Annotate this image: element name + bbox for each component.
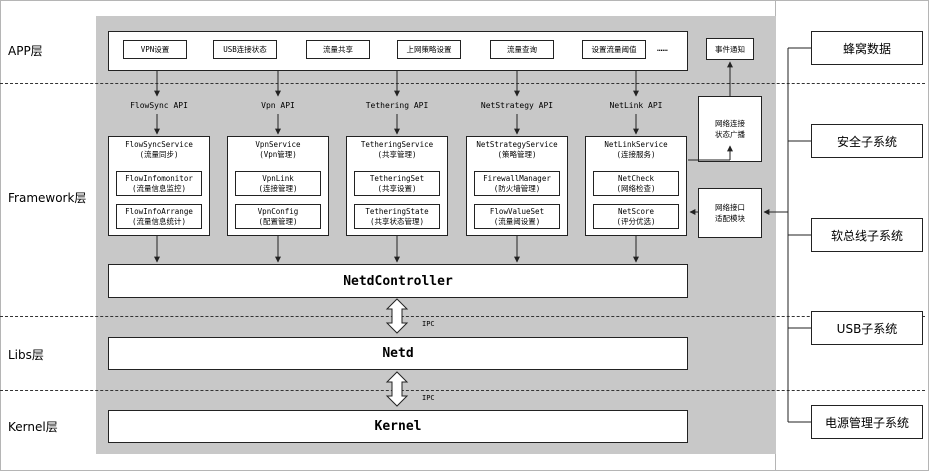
- subsystem-cellular: 蜂窝数据: [811, 31, 923, 65]
- layer-label-framework: Framework层: [8, 191, 87, 205]
- layer-label-app: APP层: [8, 44, 43, 58]
- subsystem-power: 电源管理子系统: [811, 405, 923, 439]
- service-name: NetLinkService: [604, 140, 668, 149]
- api-label-flowsync: FlowSync API: [130, 101, 188, 110]
- app-item-traffic-share: 流量共享: [306, 40, 370, 59]
- service-tethering: TetheringService(共享管理) TetheringSet(共享设置…: [346, 136, 448, 236]
- ipc-double-arrow-upper: [385, 298, 409, 334]
- ipc-label-upper: IPC: [422, 320, 435, 328]
- service-name: TetheringService: [360, 140, 434, 149]
- app-item-vpn-settings: VPN设置: [123, 40, 187, 59]
- subsystem-security: 安全子系统: [811, 124, 923, 158]
- app-item-traffic-query: 流量查询: [490, 40, 554, 59]
- service-desc: (共享管理): [377, 150, 417, 159]
- sub-flowvalueset: FlowValueSet(流量阈设置): [474, 204, 560, 229]
- api-label-tethering: Tethering API: [365, 101, 429, 110]
- sub-flowinfoarrange: FlowInfoArrange(流量信息统计): [116, 204, 202, 229]
- api-label-vpn: Vpn API: [261, 101, 295, 110]
- app-item-usb-status: USB连接状态: [213, 40, 277, 59]
- service-name: VpnService: [255, 140, 301, 149]
- separator-libs-kernel: [0, 390, 925, 391]
- sub-vpnlink: VpnLink(连接管理): [235, 171, 321, 196]
- app-more: ……: [657, 44, 668, 54]
- sub-vpnconfig: VpnConfig(配置管理): [235, 204, 321, 229]
- subsystem-softbus: 软总线子系统: [811, 218, 923, 252]
- netd: Netd: [108, 337, 688, 370]
- ipc-label-lower: IPC: [422, 394, 435, 402]
- api-label-netstrategy: NetStrategy API: [480, 101, 554, 110]
- service-netstrategy: NetStrategyService(策略管理) FirewallManager…: [466, 136, 568, 236]
- service-desc: (连接服务): [616, 150, 656, 159]
- layer-label-libs: Libs层: [8, 348, 44, 362]
- service-vpn: VpnService(Vpn管理) VpnLink(连接管理) VpnConfi…: [227, 136, 329, 236]
- netd-controller: NetdController: [108, 264, 688, 298]
- sub-flowinfomonitor: FlowInfomonitor(流量信息监控): [116, 171, 202, 196]
- interface-adapter-box: 网络接口适配模块: [698, 188, 762, 238]
- service-desc: (策略管理): [497, 150, 537, 159]
- layer-label-kernel: Kernel层: [8, 420, 58, 434]
- app-item-net-policy: 上网策略设置: [397, 40, 461, 59]
- sub-netscore: NetScore(评分优选): [593, 204, 679, 229]
- service-desc: (流量同步): [139, 150, 179, 159]
- service-netlink: NetLinkService(连接服务) NetCheck(网络检查) NetS…: [585, 136, 687, 236]
- app-item-traffic-threshold: 设置流量阈值: [582, 40, 646, 59]
- sub-netcheck: NetCheck(网络检查): [593, 171, 679, 196]
- sub-tetheringstate: TetheringState(共享状态管理): [354, 204, 440, 229]
- sub-firewallmanager: FirewallManager(防火墙管理): [474, 171, 560, 196]
- separator-framework-libs: [0, 316, 925, 317]
- service-desc: (Vpn管理): [259, 150, 297, 159]
- kernel: Kernel: [108, 410, 688, 443]
- separator-app-framework: [0, 83, 925, 84]
- api-label-netlink: NetLink API: [609, 101, 663, 110]
- service-name: NetStrategyService: [476, 140, 558, 149]
- subsystem-usb: USB子系统: [811, 311, 923, 345]
- service-flowsync: FlowSyncService(流量同步) FlowInfomonitor(流量…: [108, 136, 210, 236]
- ipc-double-arrow-lower: [385, 371, 409, 407]
- service-name: FlowSyncService: [125, 140, 193, 149]
- sub-tetheringset: TetheringSet(共享设置): [354, 171, 440, 196]
- event-notify-box: 事件通知: [706, 38, 754, 60]
